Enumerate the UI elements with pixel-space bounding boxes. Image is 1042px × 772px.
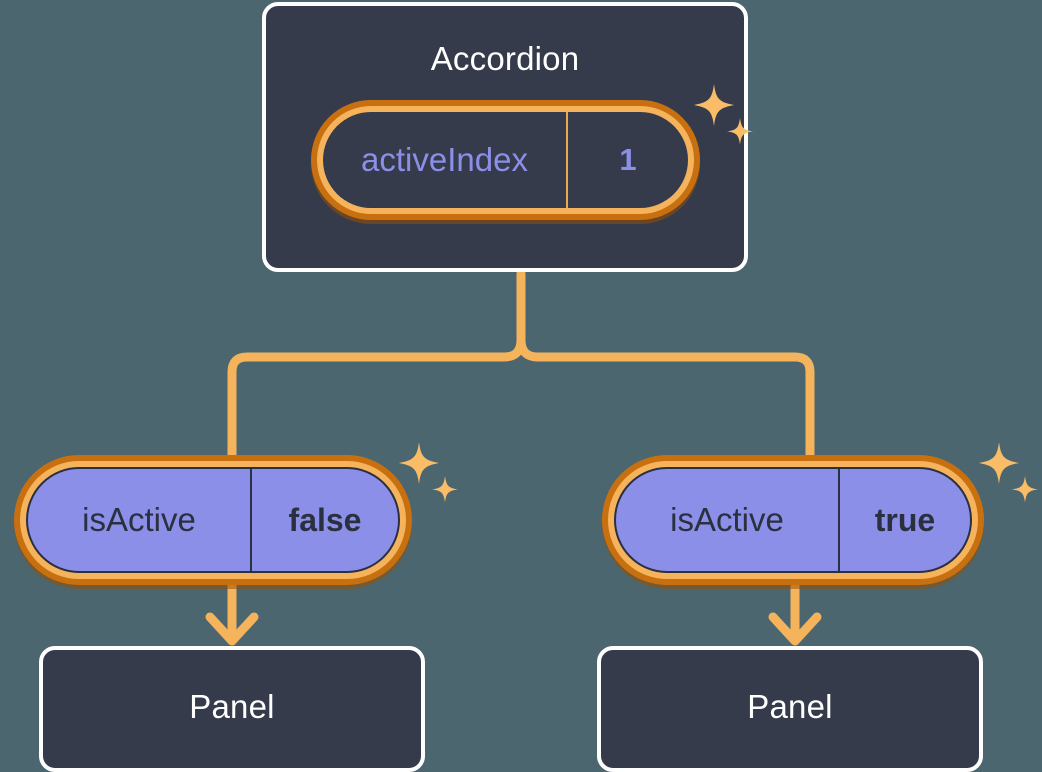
sparkle-icon-large — [399, 442, 439, 484]
panel-component-right[interactable]: Panel — [597, 646, 983, 772]
sparkle-group-right — [979, 442, 1038, 503]
prop-pill-key: isActive — [616, 469, 840, 571]
prop-pill-value: true — [874, 501, 936, 538]
arrow-down-icon-right — [768, 612, 822, 646]
connector-root-to-left — [227, 269, 526, 460]
sparkle-icon-large — [979, 442, 1019, 484]
panel-title-right: Panel — [747, 688, 833, 725]
prop-pill-value: false — [288, 501, 362, 538]
sparkle-icon-small — [1012, 476, 1038, 503]
sparkle-icon-small — [432, 476, 458, 503]
connector-root-to-right — [516, 269, 815, 460]
prop-pill-inner: isActive false — [26, 467, 400, 573]
state-pill-key: activeIndex — [323, 112, 568, 208]
state-pill-active-index[interactable]: activeIndex 1 — [311, 100, 700, 220]
accordion-title: Accordion — [430, 40, 580, 77]
prop-pill-is-active-true[interactable]: isActive true — [602, 455, 984, 585]
prop-pill-inner: isActive true — [614, 467, 972, 573]
prop-pill-key: isActive — [28, 469, 252, 571]
state-pill-inner: activeIndex 1 — [323, 112, 688, 208]
panel-title-left: Panel — [189, 688, 275, 725]
prop-pill-is-active-false[interactable]: isActive false — [14, 455, 412, 585]
state-pill-value: 1 — [619, 142, 637, 177]
panel-component-left[interactable]: Panel — [39, 646, 425, 772]
arrow-down-icon-left — [205, 612, 259, 646]
